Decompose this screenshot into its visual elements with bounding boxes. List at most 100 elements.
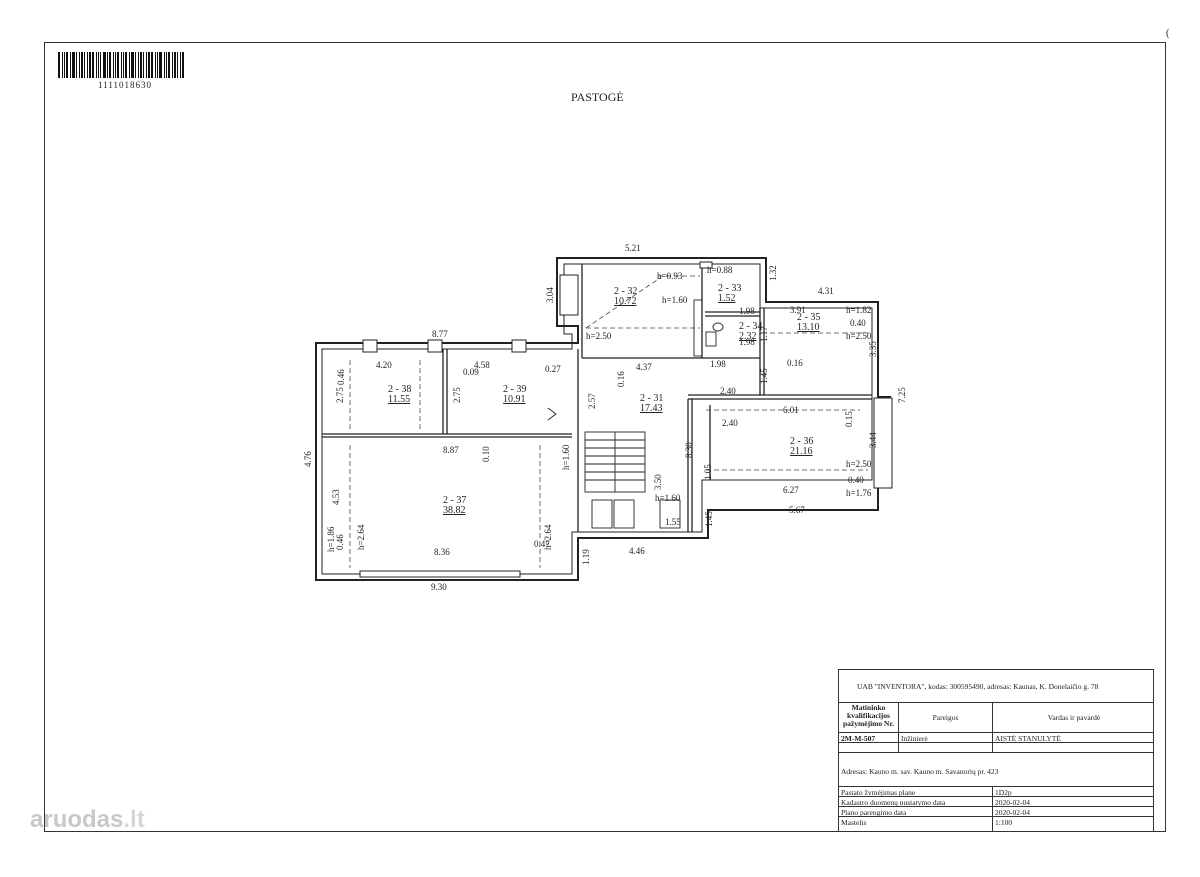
tb-role: Inžinierė — [899, 733, 993, 742]
plan-title: PASTOGĖ — [571, 90, 624, 104]
room-area-label: 1.52 — [718, 293, 736, 304]
room-area-label: 10.91 — [503, 394, 526, 405]
dimension-label: 6.27 — [783, 485, 799, 495]
dimension-label: 7.25 — [897, 387, 907, 403]
sheet-frame — [44, 42, 1166, 832]
dimension-label: h=2.50 — [846, 459, 872, 469]
dimension-label: 0.46 — [336, 369, 346, 385]
tb-row-4: Mastelis 1:100 — [839, 817, 1153, 831]
dimension-label: 1.45 — [759, 368, 769, 384]
barcode-bar — [84, 52, 85, 78]
tb-r4-label: Mastelis — [839, 817, 993, 831]
dimension-label: 1.98 — [739, 337, 755, 347]
dimension-label: 3.91 — [790, 305, 806, 315]
dimension-label: h=2.50 — [846, 331, 872, 341]
room-id-label: 2 - 34 — [739, 321, 762, 332]
barcode-bar — [155, 52, 156, 78]
dimension-label: 4.31 — [818, 286, 834, 296]
barcode — [58, 52, 198, 78]
barcode-bar — [89, 52, 91, 78]
tb-r2-value: 2020-02-04 — [995, 798, 1030, 806]
dimension-label: 1.98 — [739, 306, 755, 316]
barcode-bar — [113, 52, 114, 78]
room-id-label: 2 - 37 — [443, 495, 466, 506]
dimension-label: 4.53 — [331, 489, 341, 505]
dimension-label: 3.04 — [545, 287, 555, 303]
barcode-bar — [62, 52, 63, 78]
barcode-bar — [109, 52, 111, 78]
tb-company-row: UAB "INVENTORA", kodas: 300595490, adres… — [839, 670, 1153, 703]
barcode-bar — [172, 52, 173, 78]
dimension-label: h=1.76 — [846, 488, 872, 498]
room-area-label: 11.55 — [388, 394, 410, 405]
dimension-label: 1.45 — [704, 511, 714, 527]
dimension-label: 2.40 — [722, 418, 738, 428]
room-id-label: 2 - 31 — [640, 393, 663, 404]
tb-qual-no: 2M-M-507 — [839, 733, 899, 742]
barcode-bar — [107, 52, 108, 78]
barcode-bar — [72, 52, 75, 78]
barcode-bar — [79, 52, 80, 78]
dimension-label: 1.17 — [759, 326, 769, 342]
room-id-label: 2 - 35 — [797, 312, 820, 323]
tb-r4-value: 1:100 — [995, 818, 1013, 827]
dimension-label: 4.58 — [474, 360, 490, 370]
barcode-bar — [164, 52, 165, 78]
dimension-label: 2.75 — [452, 387, 462, 403]
barcode-bar — [138, 52, 139, 78]
room-id-label: 2 - 39 — [503, 384, 526, 395]
tb-r3-label: Plano parengimo data — [839, 807, 993, 816]
dimension-label: 0.46 — [335, 534, 345, 550]
dimension-label: 0.40 — [848, 475, 864, 485]
exterior-walls — [315, 257, 891, 581]
barcode-bar — [123, 52, 124, 78]
barcode-bar — [121, 52, 122, 78]
dimension-label: 3.44 — [868, 432, 878, 448]
barcode-bar — [180, 52, 181, 78]
barcode-number: 1111018630 — [98, 80, 152, 90]
watermark-suffix: .lt — [123, 806, 145, 833]
barcode-bar — [182, 52, 184, 78]
dimension-label: 0.09 — [463, 367, 479, 377]
barcode-bar — [166, 52, 167, 78]
dimension-label: h=1.86 — [326, 526, 336, 552]
aruodas-watermark: aruodas.lt — [30, 806, 145, 834]
ceiling-height-lines — [349, 275, 868, 568]
dimension-label: h=1.60 — [662, 295, 688, 305]
tb-empty-row — [839, 743, 1153, 753]
tb-person-name: AISTĖ STANULYTĖ — [995, 734, 1061, 742]
bathroom-fixtures — [693, 299, 724, 357]
tb-person-row: 2M-M-507 Inžinierė AISTĖ STANULYTĖ — [839, 733, 1153, 743]
staircase — [547, 407, 681, 529]
room-area-label: 2.32 — [739, 331, 757, 342]
barcode-bar — [76, 52, 77, 78]
watermark-main: aruodas — [30, 806, 124, 833]
barcode-bar — [174, 52, 176, 78]
dimension-label: 8.87 — [443, 445, 459, 455]
dimension-label: h=1.82 — [846, 305, 871, 315]
dimension-label: 1.05 — [703, 464, 713, 480]
dimension-label: h=2.64 — [543, 524, 553, 550]
barcode-bar — [159, 52, 162, 78]
dimension-label: 4.76 — [303, 451, 313, 467]
dimension-label: h=1.60 — [561, 444, 571, 470]
dimension-label: 1.55 — [665, 517, 681, 527]
barcode-bar — [70, 52, 71, 78]
tb-address: Adresas: Kauno m. sav. Kauno m. Savanori… — [841, 767, 999, 776]
dimension-label: 0.47 — [534, 539, 550, 549]
title-block: UAB "INVENTORA", kodas: 300595490, adres… — [838, 669, 1154, 832]
dimension-label: 8.30 — [684, 442, 694, 458]
tb-address-row: Adresas: Kauno m. sav. Kauno m. Savanori… — [839, 753, 1153, 787]
barcode-bar — [151, 52, 153, 78]
barcode-bar — [64, 52, 65, 78]
dimension-label: 5.67 — [789, 505, 805, 515]
tb-col-name: Vardas ir pavardė — [1047, 713, 1101, 722]
dimension-label: h=0.88 — [707, 265, 733, 275]
corner-mark: ( — [1166, 28, 1170, 39]
dimension-label: h=1.60 — [655, 493, 681, 503]
tb-r3-value: 2020-02-04 — [995, 808, 1030, 816]
room-id-label: 2 - 36 — [790, 436, 813, 447]
tb-col-qual: Matininko kvalifikacijos pažymėjimo Nr. — [839, 703, 899, 732]
tb-empty-3 — [993, 743, 1155, 752]
